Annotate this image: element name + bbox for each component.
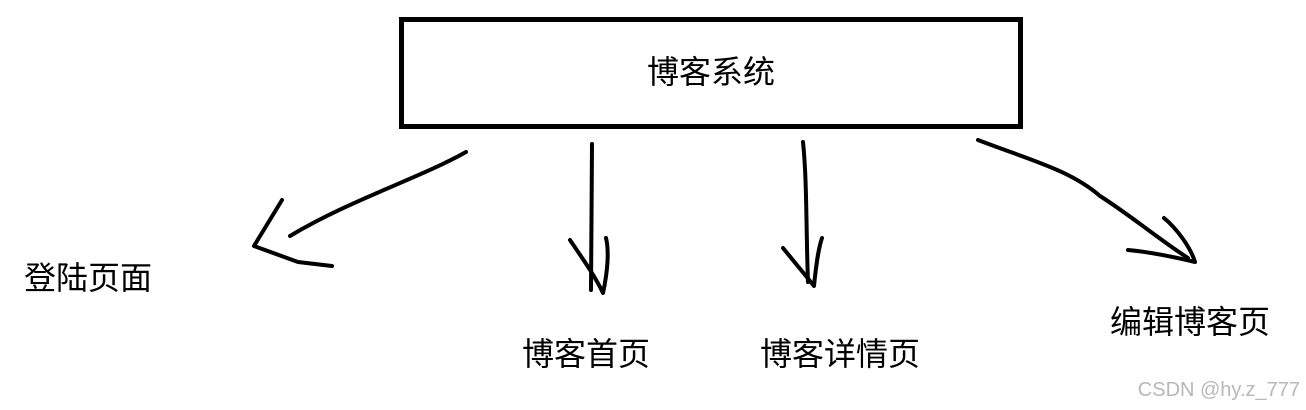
arrow-shaft xyxy=(288,150,468,238)
arrow-shaft xyxy=(801,140,810,284)
arrow-shaft xyxy=(976,138,1190,260)
arrow-to-login-page xyxy=(252,150,468,268)
child-node-label-login: 登陆页面 xyxy=(24,259,153,297)
child-node-label-blog-home: 博客首页 xyxy=(522,335,651,373)
arrow-to-blog-detail xyxy=(781,140,824,288)
child-node-label-edit-blog: 编辑博客页 xyxy=(1110,303,1271,341)
root-node-box: 博客系统 xyxy=(399,17,1023,129)
arrow-head xyxy=(781,236,824,288)
root-node-label: 博客系统 xyxy=(646,53,775,91)
arrow-shaft xyxy=(589,142,594,292)
arrow-head xyxy=(1126,216,1197,264)
arrow-head xyxy=(252,198,334,268)
arrow-to-blog-home xyxy=(568,142,610,295)
child-node-label-blog-detail: 博客详情页 xyxy=(760,335,921,373)
watermark: CSDN @hy.z_777 xyxy=(1137,379,1300,401)
arrow-to-edit-blog xyxy=(976,138,1197,264)
arrow-head xyxy=(568,236,610,295)
